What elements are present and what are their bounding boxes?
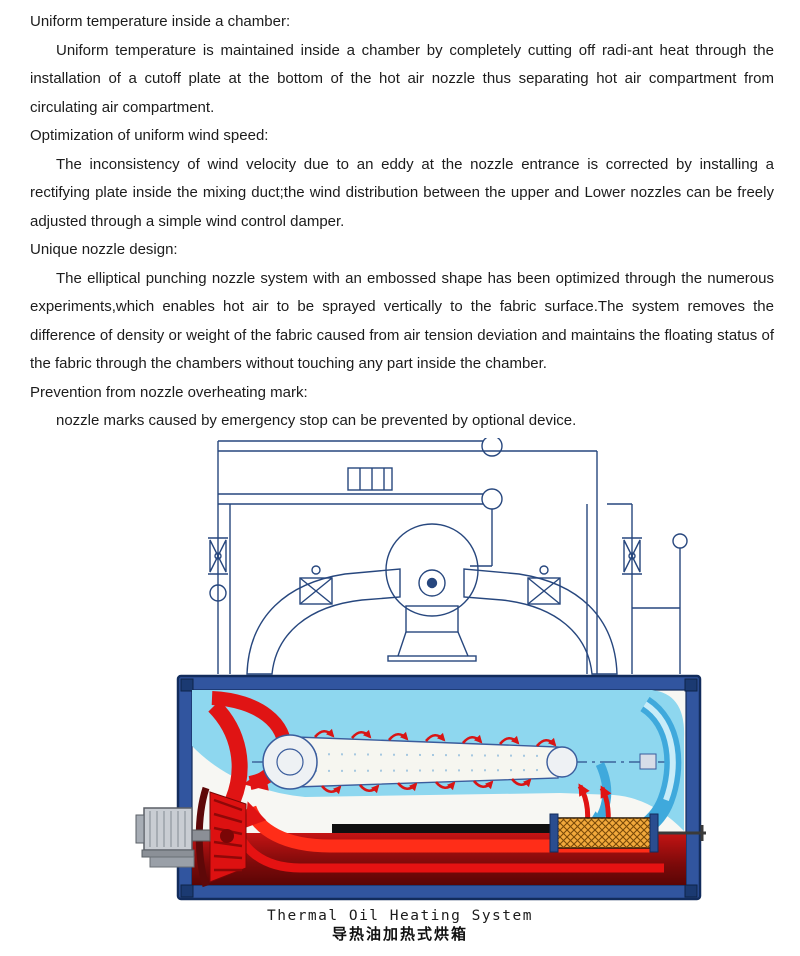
frame-corner-bolt bbox=[684, 678, 698, 691]
feature-section-wind-speed: Optimization of uniform wind speed: The … bbox=[30, 122, 774, 236]
feature-section-nozzle-design: Unique nozzle design: The elliptical pun… bbox=[30, 236, 774, 379]
figure-caption-chinese: 导热油加热式烘箱 bbox=[331, 924, 468, 943]
motor-shaft bbox=[189, 829, 211, 841]
feature-heading: Prevention from nozzle overheating mark: bbox=[30, 383, 308, 401]
frame-corner-bolt bbox=[180, 884, 194, 897]
feature-body: nozzle marks caused by emergency stop ca… bbox=[56, 412, 577, 429]
drum-bearing bbox=[639, 753, 657, 769]
feature-heading: Uniform temperature inside a chamber: bbox=[30, 13, 291, 30]
blueprint-fan-and-duct-drawing bbox=[208, 437, 688, 675]
frame-corner-bolt bbox=[684, 884, 698, 897]
heat-exchanger bbox=[549, 813, 706, 852]
drive-motor bbox=[135, 806, 211, 867]
drum-jet-arrows bbox=[313, 728, 557, 794]
frame-posts bbox=[217, 440, 598, 674]
centrifugal-fan bbox=[347, 466, 479, 662]
oven-cross-section bbox=[135, 674, 706, 900]
left-valve bbox=[208, 536, 228, 602]
top-pipes bbox=[218, 437, 597, 567]
feature-heading: Unique nozzle design: bbox=[30, 241, 178, 258]
left-duct bbox=[246, 564, 401, 675]
thermal-oil-heating-system-diagram bbox=[135, 437, 706, 900]
feature-body: Uniform temperature is maintained inside… bbox=[30, 41, 774, 116]
feature-body: The inconsistency of wind velocity due t… bbox=[30, 155, 774, 230]
feature-body: The elliptical punching nozzle system wi… bbox=[30, 269, 774, 373]
feature-list: Uniform temperature inside a chamber: Un… bbox=[0, 0, 800, 436]
feature-section-uniform-temperature: Uniform temperature inside a chamber: Un… bbox=[30, 8, 774, 122]
feature-section-overheating-mark: Prevention from nozzle overheating mark:… bbox=[30, 379, 774, 436]
frame-corner-bolt bbox=[180, 678, 194, 691]
heating-drum bbox=[252, 728, 668, 794]
right-valve bbox=[607, 502, 688, 674]
right-duct bbox=[463, 564, 618, 675]
thermal-oil-heating-system-figure: Thermal Oil Heating System 导热油加热式烘箱 bbox=[0, 437, 800, 944]
figure-caption: Thermal Oil Heating System 导热油加热式烘箱 bbox=[0, 908, 800, 944]
fabric-web bbox=[332, 823, 652, 833]
figure-caption-english: Thermal Oil Heating System bbox=[267, 907, 533, 924]
feature-heading: Optimization of uniform wind speed: bbox=[30, 127, 269, 144]
